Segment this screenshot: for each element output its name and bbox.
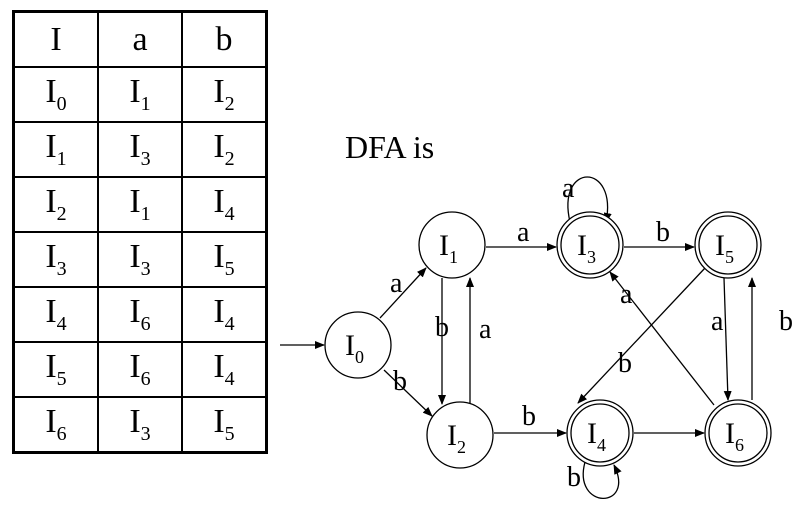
state-I2: I2 xyxy=(426,401,494,469)
state-circle xyxy=(426,401,494,469)
table-cell: I2 xyxy=(12,176,99,233)
table-cell: I6 xyxy=(12,396,99,454)
transition-label: a xyxy=(517,217,530,248)
table-cell: I0 xyxy=(12,66,99,123)
table-cell: I2 xyxy=(181,66,268,123)
header-cell-b: b xyxy=(181,10,268,68)
table-cell: I6 xyxy=(97,286,183,343)
transition-label: a xyxy=(711,306,724,337)
state-circle xyxy=(324,311,392,379)
accepting-ring xyxy=(708,403,768,463)
transition-label: a xyxy=(390,268,403,299)
table-cell: I3 xyxy=(12,231,99,288)
table-cell: I4 xyxy=(12,286,99,343)
transition-label: a xyxy=(620,279,633,310)
transition-label: b xyxy=(779,306,793,337)
state-I6: I6 xyxy=(704,399,772,467)
transition-I5-I6 xyxy=(723,277,732,401)
state-circle xyxy=(704,399,772,467)
table-cell: I2 xyxy=(181,121,268,178)
transition-I0-I1 xyxy=(379,267,427,319)
accepting-ring xyxy=(560,215,620,275)
table-cell: I1 xyxy=(97,176,183,233)
table-cell: I6 xyxy=(97,341,183,398)
table-cell: I5 xyxy=(181,231,268,288)
state-I5: I5 xyxy=(694,211,762,279)
transition-I5-I4 xyxy=(577,267,706,404)
transition-I0-I2 xyxy=(383,369,433,417)
transition-label: b xyxy=(656,217,670,248)
state-I4: I4 xyxy=(566,399,634,467)
self-loop-I3 xyxy=(567,176,612,223)
dfa-caption: DFA is xyxy=(345,129,434,165)
table-cell: I3 xyxy=(97,231,183,288)
transition-label: b xyxy=(435,312,449,343)
state-I1: I1 xyxy=(418,211,486,279)
state-circle xyxy=(694,211,762,279)
self-loop-I4 xyxy=(582,461,622,499)
transition-label: b xyxy=(567,462,581,493)
transition-label: b xyxy=(522,401,536,432)
table-header-row: I a b xyxy=(12,10,268,68)
table-cell: I3 xyxy=(97,121,183,178)
table-cell: I3 xyxy=(97,396,183,454)
state-I3: I3 xyxy=(556,211,624,279)
transition-label: b xyxy=(618,348,632,379)
accepting-ring xyxy=(570,403,630,463)
table-cell: I5 xyxy=(181,396,268,454)
accepting-ring xyxy=(698,215,758,275)
state-circle xyxy=(566,399,634,467)
header-cell-a: a xyxy=(97,10,183,68)
table-cell: I4 xyxy=(181,341,268,398)
table-cell: I5 xyxy=(12,341,99,398)
state-circle xyxy=(418,211,486,279)
table-cell: I4 xyxy=(181,176,268,233)
header-cell-state: I xyxy=(12,10,99,68)
state-circle xyxy=(556,211,624,279)
table-cell: I1 xyxy=(97,66,183,123)
state-I0: I0 xyxy=(324,311,392,379)
transition-label: b xyxy=(393,366,407,397)
transition-label: a xyxy=(479,314,492,345)
table-cell: I4 xyxy=(181,286,268,343)
transition-label: a xyxy=(562,173,575,204)
transition-I6-I3 xyxy=(609,271,715,406)
table-cell: I1 xyxy=(12,121,99,178)
